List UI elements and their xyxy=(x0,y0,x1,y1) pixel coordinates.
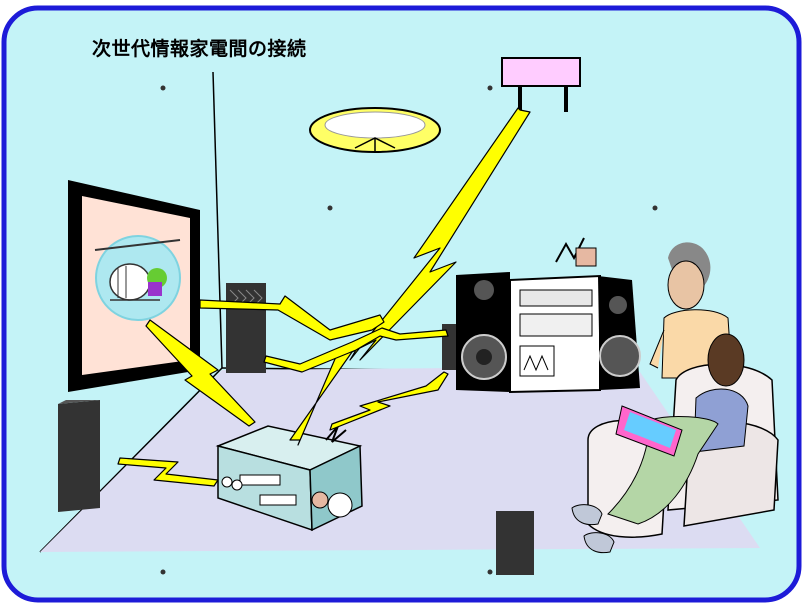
diagram-title: 次世代情報家電間の接続 xyxy=(92,34,307,61)
speaker-icon xyxy=(496,511,534,575)
ceiling-lamp-icon xyxy=(310,108,440,152)
speaker-icon xyxy=(226,283,266,373)
helicopter-icon xyxy=(95,236,180,320)
speaker-icon xyxy=(58,400,100,512)
